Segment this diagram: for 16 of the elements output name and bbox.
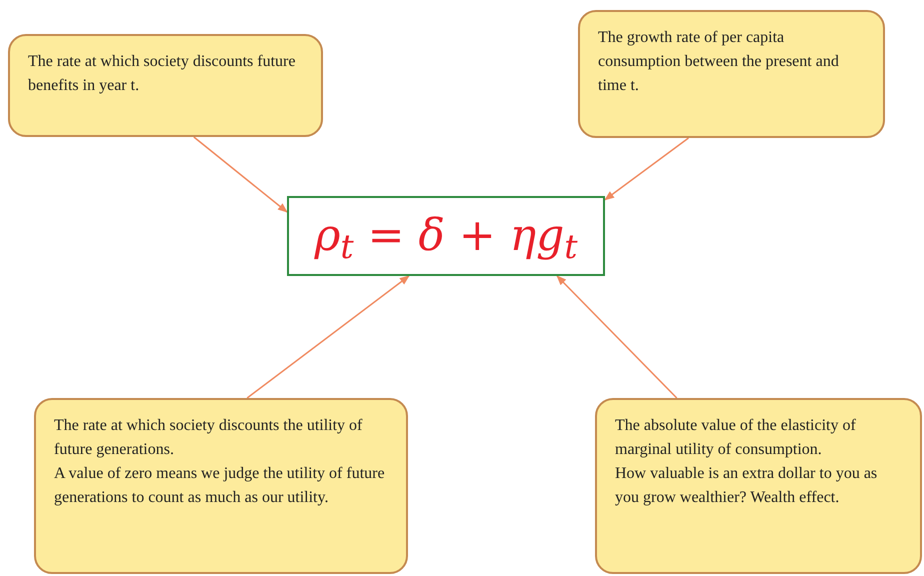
description-text: The rate at which society discounts future benefits in year t. [28, 52, 296, 96]
description-text: The absolute value of the elasticity of marginal utility of consumption. [615, 416, 857, 460]
description-text: The rate at which society discounts the utility of future generations. [54, 416, 364, 460]
arrow [556, 275, 678, 399]
description-text: The growth rate of per capita consumption between the present and time t. [598, 28, 840, 96]
callout-box [578, 10, 885, 138]
callout-box [595, 398, 922, 574]
formula-box [287, 196, 605, 276]
callout-box [34, 398, 408, 574]
arrow [246, 275, 410, 399]
arrow [604, 137, 689, 200]
callout-box [8, 34, 323, 137]
arrow [193, 136, 288, 213]
equation: ρ$_{t}$ = δ + ηg$_{t}$ [314, 214, 578, 258]
description-text: A value of zero means we judge the utility of future generations to count as much as our utility. [54, 464, 386, 508]
description-text: How valuable is an extra dollar to you as you grow wealthier? Wealth effect. [615, 464, 878, 508]
